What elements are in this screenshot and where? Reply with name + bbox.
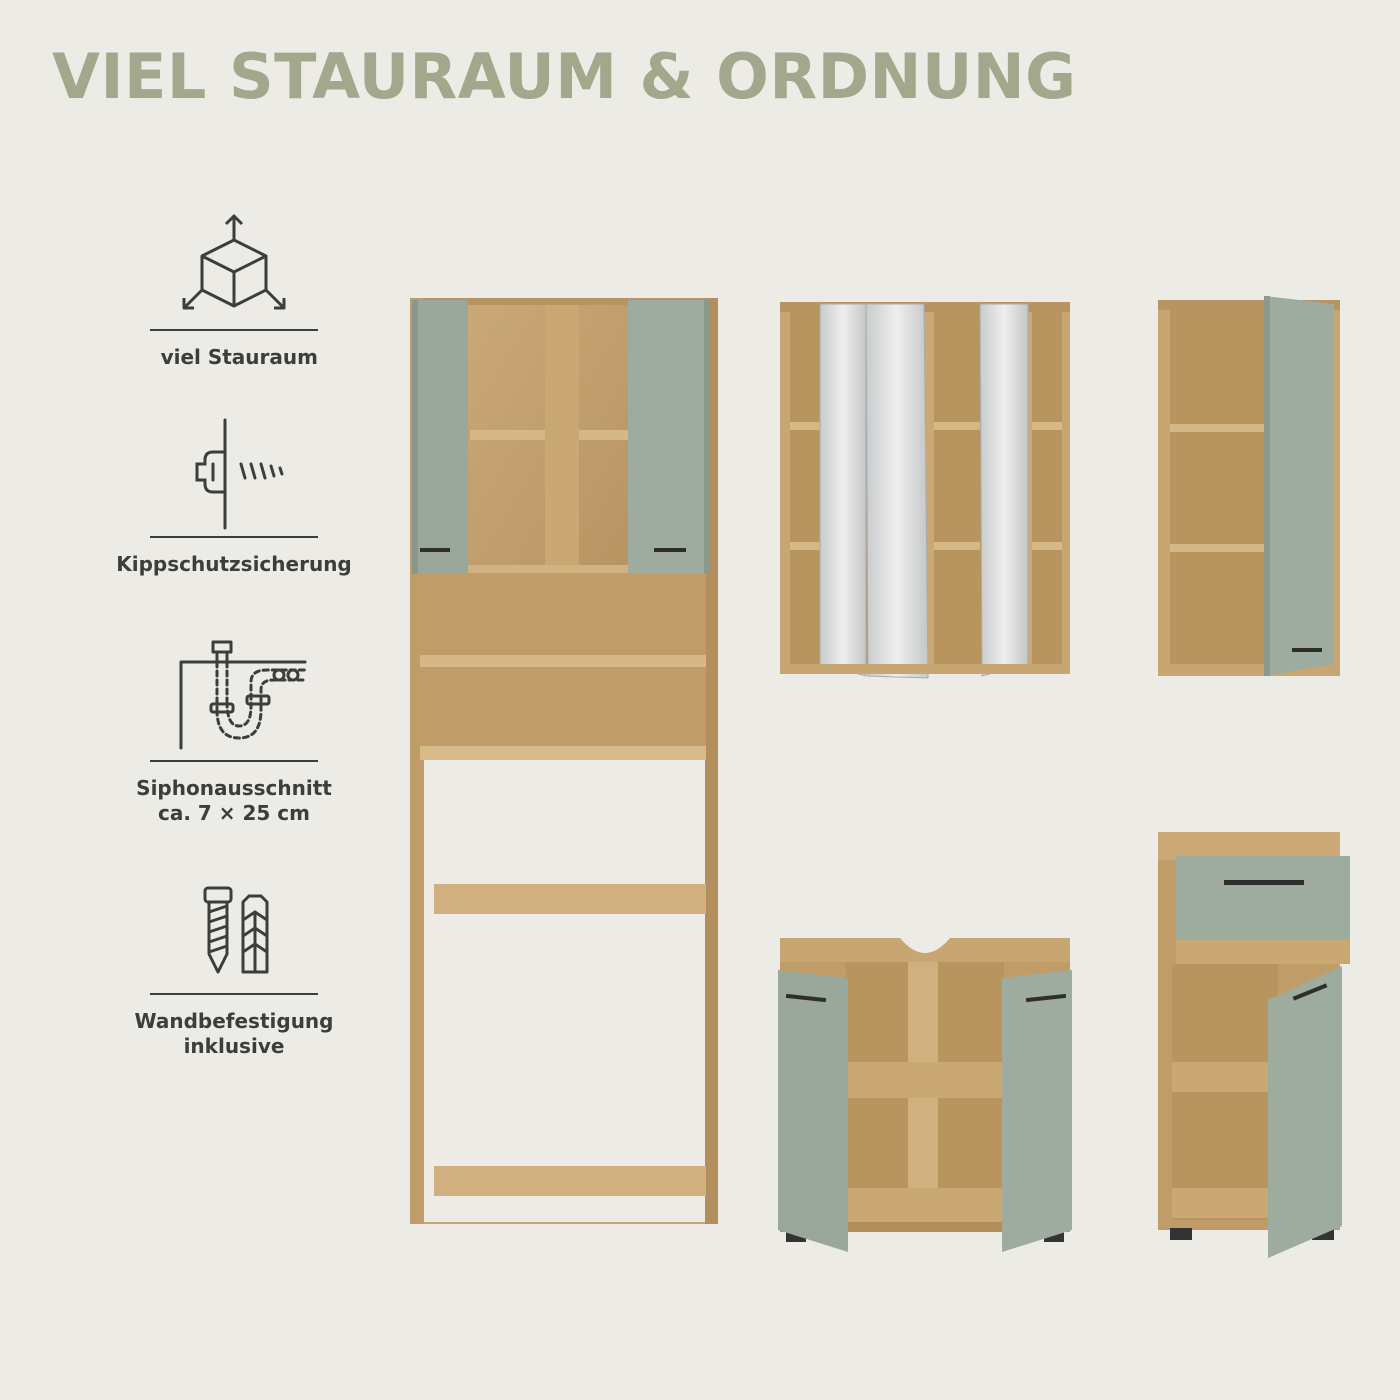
wall-anchor-screw-icon [195,418,284,530]
page-headline: VIEL STAURAUM & ORDNUNG [52,40,1077,113]
feature-label-line: Wandbefestigung [134,1009,334,1033]
vanity-base-cabinet [778,938,1072,1252]
feature-wall-mounting: Wandbefestigung inklusive [135,884,333,1059]
feature-tip-protection: Kippschutzsicherung [116,418,352,577]
feature-siphon: Siphonausschnitt ca. 7 × 25 cm [136,640,332,826]
siphon-pipe-icon [179,640,307,750]
divider [150,536,318,538]
feature-label-line: ca. 7 × 25 cm [157,801,310,825]
wall-cabinet [1158,296,1340,676]
screw-dowel-icon [203,886,269,974]
side-cabinet-with-drawer [1158,832,1350,1258]
feature-label: Wandbefestigung inklusive [135,1009,334,1059]
tall-shelf-cabinet [410,298,718,1224]
feature-storage: viel Stauraum [150,212,318,370]
divider [150,993,318,995]
feature-label: Siphonausschnitt ca. 7 × 25 cm [136,776,332,826]
divider [150,760,318,762]
feature-label-line: Siphonausschnitt [136,776,332,800]
cube-dimensions-icon [182,214,286,310]
feature-label: Kippschutzsicherung [116,552,352,576]
feature-label: viel Stauraum [160,345,318,369]
feature-label-line: inklusive [183,1034,285,1058]
divider [150,329,318,331]
mirror-cabinet [780,302,1070,679]
